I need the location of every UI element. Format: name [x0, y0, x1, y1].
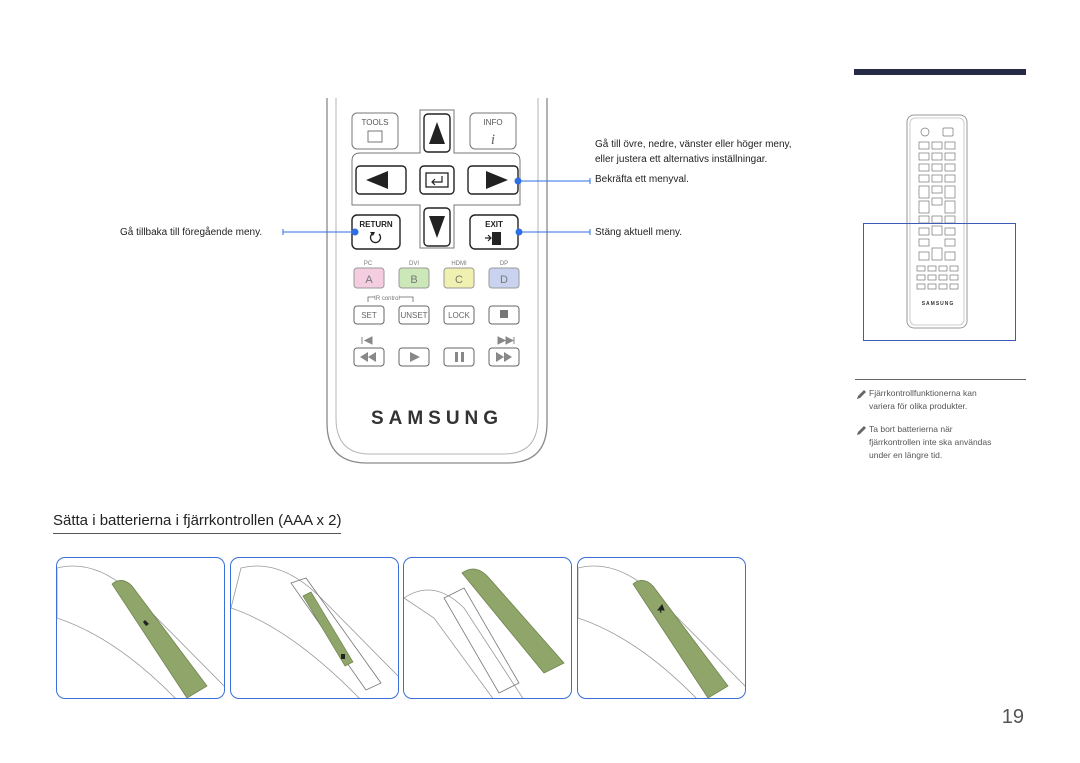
note-item: Fjärrkontrollfunktionerna kan variera fö…	[855, 387, 1030, 417]
unset-label: UNSET	[400, 311, 427, 320]
color-button-b	[398, 267, 430, 289]
annotation-confirm: Bekräfta ett menyval.	[595, 174, 689, 185]
left-arrow-button	[355, 165, 407, 195]
ir-control-label: IR control	[374, 296, 400, 302]
svg-text:i: i	[491, 132, 495, 148]
step-4-illustration	[577, 557, 746, 699]
mini-remote-illustration: SAMSUNG	[906, 114, 968, 329]
down-arrow-button	[423, 207, 451, 247]
pencil-icon	[857, 426, 866, 435]
source-label-dp: DP	[500, 261, 508, 267]
unset-button	[398, 305, 430, 325]
header-bar	[854, 69, 1026, 75]
return-button: RETURN	[351, 214, 401, 250]
note-2-line-2: fjärrkontrollen inte ska användas	[869, 437, 992, 447]
color-button-d-label: D	[500, 274, 508, 286]
section-title: Sätta i batterierna i fjärrkontrollen (A…	[53, 512, 342, 534]
note-2-line-3: under en längre tid.	[869, 450, 943, 460]
note-1-line-1: Fjärrkontrollfunktionerna kan	[869, 388, 977, 398]
pencil-icon	[857, 390, 866, 399]
annotation-back: Gå tillbaka till föregående meny.	[120, 227, 263, 238]
info-label: INFO	[483, 118, 502, 127]
enter-button	[419, 165, 455, 195]
page-number: 19	[1001, 706, 1024, 728]
step-2-illustration	[230, 557, 399, 699]
notes-divider	[855, 379, 1026, 380]
highlight-frame	[863, 223, 1016, 341]
tools-button: TOOLS	[351, 112, 399, 150]
return-label: RETURN	[359, 220, 393, 229]
lock-button	[443, 305, 475, 325]
info-button: INFO i	[469, 112, 517, 150]
color-button-c-label: C	[455, 274, 463, 286]
pause-button	[443, 347, 475, 367]
lock-label: LOCK	[448, 311, 470, 320]
set-button	[353, 305, 385, 325]
color-button-b-label: B	[410, 274, 417, 286]
color-button-d	[488, 267, 520, 289]
color-button-c	[443, 267, 475, 289]
mini-samsung-logo: SAMSUNG	[922, 301, 955, 307]
annotation-navigate-line2: eller justera ett alternativs inställnin…	[595, 154, 768, 165]
source-label-pc: PC	[364, 261, 373, 267]
tools-label: TOOLS	[362, 118, 389, 127]
next-icon	[497, 336, 515, 345]
source-label-hdmi: HDMI	[451, 261, 467, 267]
set-label: SET	[361, 311, 377, 320]
exit-button: EXIT	[469, 214, 519, 250]
step-1-illustration	[56, 557, 225, 699]
exit-label: EXIT	[485, 220, 503, 229]
step-3-illustration	[403, 557, 572, 699]
note-2-line-1: Ta bort batterierna när	[869, 424, 953, 434]
note-1-line-2: variera för olika produkter.	[869, 401, 968, 411]
annotation-navigate-line1: Gå till övre, nedre, vänster eller höger…	[595, 139, 792, 150]
source-label-dvi: DVI	[409, 261, 419, 267]
note-item: Ta bort batterierna när fjärrkontrollen …	[855, 423, 1030, 467]
remote-control-illustration: TOOLS INFO i RETURN	[326, 98, 548, 464]
up-arrow-button	[423, 113, 451, 153]
color-button-a-label: A	[365, 274, 373, 286]
annotation-exit: Stäng aktuell meny.	[595, 227, 683, 238]
samsung-logo: SAMSUNG	[371, 408, 503, 429]
color-button-a	[353, 267, 385, 289]
previous-icon	[361, 336, 373, 345]
